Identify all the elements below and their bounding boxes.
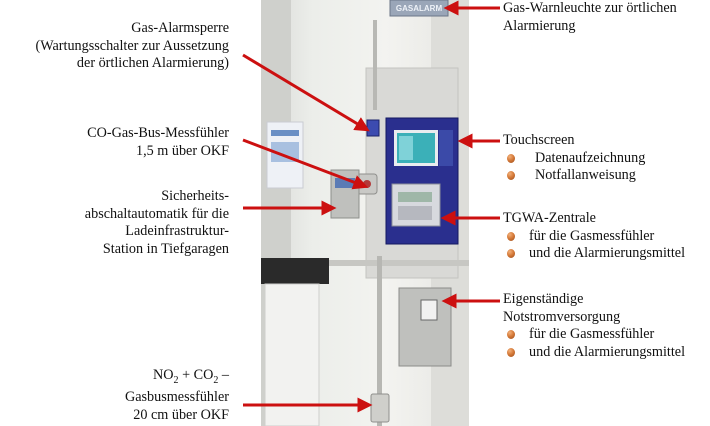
- label-warnleuchte: Gas-Warnleuchte zur örtlichen Alarmierun…: [503, 0, 677, 35]
- label-gas-alarmsperre-line2: (Wartungsschalter zur Aussetzung: [35, 37, 229, 54]
- tgwa-item-2: und die Alarmierungsmittel: [503, 245, 685, 263]
- label-tgwa-title: TGWA-Zentrale: [503, 210, 596, 226]
- label-warnleuchte-line2: Alarmierung: [503, 17, 576, 34]
- touchscreen-item-2-text: Notfallanweisung: [535, 167, 636, 183]
- touchscreen-side: [439, 130, 453, 166]
- pipe-horizontal: [299, 260, 469, 266]
- tgwa-keys: [398, 206, 432, 220]
- notstrom-list: für die Gasmessfühler und die Alarmierun…: [503, 326, 685, 361]
- warnleuchte-text: GASALARM: [396, 4, 443, 13]
- label-touchscreen: Touchscreen Datenaufzeichnung Notfallanw…: [503, 132, 645, 185]
- notstrom-display: [420, 299, 438, 321]
- touchscreen-item-1-text: Datenaufzeichnung: [535, 149, 646, 166]
- poster-bar: [271, 130, 299, 136]
- touchscreen-list: Datenaufzeichnung Notfallanweisung: [503, 150, 645, 185]
- filter-vessel: [264, 283, 320, 426]
- label-gas-alarmsperre: Gas-Alarmsperre (Wartungsschalter zur Au…: [36, 20, 229, 73]
- label-tgwa: TGWA-Zentrale für die Gasmessfühler und …: [503, 210, 685, 263]
- label-no2-sub2: 2: [213, 374, 219, 386]
- label-touchscreen-title: Touchscreen: [503, 132, 575, 148]
- notstrom-item-1: für die Gasmessfühler: [503, 326, 685, 344]
- label-no2-part-c: –: [218, 367, 229, 383]
- label-no2-line3: 20 cm über OKF: [133, 406, 229, 423]
- label-co-gas-bus: CO-Gas-Bus-Messfühler 1,5 m über OKF: [87, 125, 229, 160]
- pipe-vertical: [377, 256, 382, 426]
- bullet-icon: [507, 171, 515, 180]
- abschaltautomatik-display: [335, 178, 355, 188]
- bullet-icon: [507, 231, 515, 241]
- label-gas-alarmsperre-line3: der örtlichen Alarmierung): [76, 55, 229, 71]
- pipe-1: [373, 20, 377, 110]
- tgwa-list: für die Gasmessfühler und die Alarmierun…: [503, 228, 685, 263]
- label-no2-line1: NO2 + CO2 –: [125, 367, 229, 389]
- label-notstrom: Eigenständige Notstromversorgung für die…: [503, 291, 685, 361]
- bullet-icon: [507, 153, 515, 163]
- bullet-icon: [507, 249, 515, 258]
- label-notstrom-title-1: Eigenständige: [503, 291, 584, 307]
- poster-image: [271, 142, 299, 162]
- label-sicherheit-line1: Sicherheits-: [161, 188, 229, 204]
- notstrom-item-2: und die Alarmierungsmittel: [503, 344, 685, 362]
- arrow-co-sensor: [242, 138, 369, 190]
- notstrom-item-1-text: für die Gasmessfühler: [529, 326, 655, 342]
- arrow-alarmsperre: [242, 53, 370, 132]
- touchscreen-panel: [399, 136, 413, 160]
- tgwa-item-1: für die Gasmessfühler: [503, 228, 685, 246]
- label-no2-part-b: + CO: [178, 367, 214, 383]
- label-sicherheit-line3: Ladeinfrastruktur-: [125, 223, 229, 239]
- label-no2: NO2 + CO2 – Gasbusmessfühler 20 cm über …: [125, 367, 229, 424]
- label-no2-part-a: NO: [153, 367, 174, 383]
- label-no2-line2: Gasbusmessfühler: [124, 389, 229, 406]
- filter-head: [261, 258, 329, 284]
- touchscreen-item-2: Notfallanweisung: [503, 167, 645, 185]
- label-no2-sub1: 2: [173, 374, 179, 386]
- touchscreen-item-1: Datenaufzeichnung: [503, 150, 645, 168]
- label-sicherheit-line2: abschaltautomatik für die: [84, 205, 229, 222]
- bullet-icon: [507, 330, 515, 339]
- label-co-gas-bus-line2: 1,5 m über OKF: [135, 142, 229, 159]
- tgwa-item-2-text: und die Alarmierungsmittel: [529, 245, 686, 261]
- label-gas-alarmsperre-line1: Gas-Alarmsperre: [131, 20, 229, 36]
- label-sicherheit: Sicherheits- abschaltautomatik für die L…: [85, 188, 229, 258]
- label-notstrom-title-2: Notstromversorgung: [503, 308, 621, 325]
- tgwa-lcd: [398, 192, 432, 202]
- bullet-icon: [507, 347, 515, 357]
- label-warnleuchte-line1: Gas-Warnleuchte zur örtlichen: [503, 0, 677, 16]
- label-co-gas-bus-line1: CO-Gas-Bus-Messfühler: [87, 125, 229, 141]
- label-sicherheit-line4: Station in Tiefgaragen: [102, 240, 229, 257]
- notstrom-item-2-text: und die Alarmierungsmittel: [529, 343, 686, 360]
- tgwa-item-1-text: für die Gasmessfühler: [529, 227, 655, 244]
